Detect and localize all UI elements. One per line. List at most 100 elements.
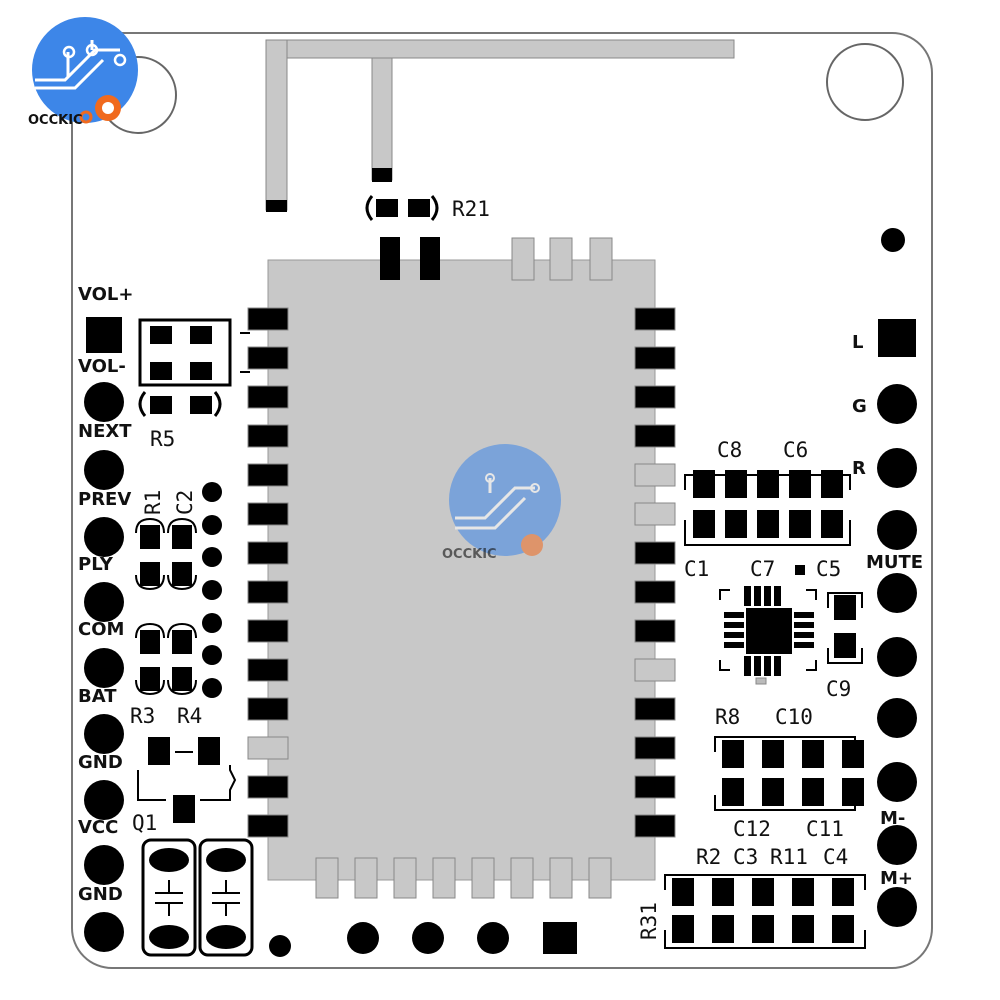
module-pad: [634, 658, 676, 682]
module-pad: [247, 775, 289, 799]
bt-module: [247, 237, 676, 899]
module-pad: [471, 857, 495, 899]
module-pad: [393, 857, 417, 899]
pin-label: M-: [880, 808, 905, 829]
logo-text: OCCKIC: [28, 113, 83, 128]
module-pad: [380, 237, 400, 280]
module-pad: [247, 463, 289, 487]
pin-label: L: [852, 332, 863, 353]
via: [202, 645, 222, 665]
module-pad: [247, 814, 289, 838]
module-pad: [354, 857, 378, 899]
pin-label: NEXT: [78, 421, 132, 442]
module-pad: [247, 736, 289, 760]
pin-label: M+: [880, 868, 913, 889]
label-c4: C4: [823, 845, 848, 869]
pin-label: R: [852, 458, 866, 479]
fiducial: [881, 228, 905, 252]
pin-label: VOL+: [78, 284, 133, 305]
capacitor-footprints: [141, 838, 254, 957]
label-c1: C1: [684, 557, 709, 581]
label-r11: R11: [770, 845, 808, 869]
antenna: [265, 39, 735, 211]
module-pad: [634, 619, 676, 643]
pin-label: GND: [78, 884, 123, 905]
r5-footprint: [138, 318, 250, 417]
module-pad: [511, 237, 535, 281]
module-pad: [247, 580, 289, 604]
label-c12: C12: [733, 817, 771, 841]
pin-label: MUTE: [866, 552, 923, 573]
q1-transistor: [137, 737, 237, 823]
pin-pad-square: [86, 317, 122, 353]
r21-footprint: [365, 195, 439, 221]
label-c7: C7: [750, 557, 775, 581]
label-r4: R4: [177, 704, 202, 728]
via: [202, 580, 222, 600]
module-pad: [634, 463, 676, 487]
label-c3: C3: [733, 845, 758, 869]
label-r2: R2: [696, 845, 721, 869]
qfn-ic: [719, 586, 817, 685]
module-pad: [634, 736, 676, 760]
watermark-text: OCCKIC: [442, 547, 497, 562]
via: [202, 482, 222, 502]
module-pad: [634, 697, 676, 721]
module-pad: [549, 237, 573, 281]
pin-pad: [84, 714, 124, 754]
module-pad: [589, 237, 613, 281]
module-pad: [634, 424, 676, 448]
pin-pad: [84, 912, 124, 952]
label-r1: R1: [141, 490, 165, 515]
pin-pad: [877, 637, 917, 677]
pin-label: PLY: [78, 554, 114, 575]
label-c11: C11: [806, 817, 844, 841]
label-c10: C10: [775, 705, 813, 729]
pin-label: G: [852, 396, 867, 417]
via: [202, 678, 222, 698]
via: [202, 613, 222, 633]
pin-pad: [877, 384, 917, 424]
pin-pad: [84, 845, 124, 885]
module-pad: [247, 307, 289, 331]
label-c8: C8: [717, 438, 742, 462]
module-pad: [634, 385, 676, 409]
module-pad: [247, 658, 289, 682]
pin-pad: [84, 582, 124, 622]
label-r3: R3: [130, 704, 155, 728]
pin-pad: [877, 698, 917, 738]
pin-pad: [877, 762, 917, 802]
module-pad: [432, 857, 456, 899]
label-r31: R31: [637, 902, 661, 940]
mounting-hole: [826, 43, 904, 121]
antenna-tip: [266, 200, 287, 212]
module-pad: [247, 619, 289, 643]
pin-label: PREV: [78, 489, 131, 510]
module-pad: [247, 385, 289, 409]
pin-pad: [877, 573, 917, 613]
label-q1: Q1: [132, 811, 157, 835]
module-pad: [247, 502, 289, 526]
module-pad: [634, 307, 676, 331]
module-pad: [247, 697, 289, 721]
module-pad: [588, 857, 612, 899]
module-pad: [315, 857, 339, 899]
pin-label: COM: [78, 619, 124, 640]
module-pad: [634, 502, 676, 526]
via: [202, 547, 222, 567]
via: [202, 515, 222, 535]
module-pad: [634, 580, 676, 604]
pin-pad: [877, 825, 917, 865]
pin-pad: [877, 510, 917, 550]
occkic-logo: [32, 17, 138, 124]
pin-pad: [877, 887, 917, 927]
label-c9: C9: [826, 677, 851, 701]
pin-label: VOL-: [78, 356, 126, 377]
label-c5: C5: [816, 557, 841, 581]
module-pad: [247, 541, 289, 565]
watermark-logo: [449, 444, 561, 556]
pin-pad: [84, 450, 124, 490]
module-pad: [247, 424, 289, 448]
